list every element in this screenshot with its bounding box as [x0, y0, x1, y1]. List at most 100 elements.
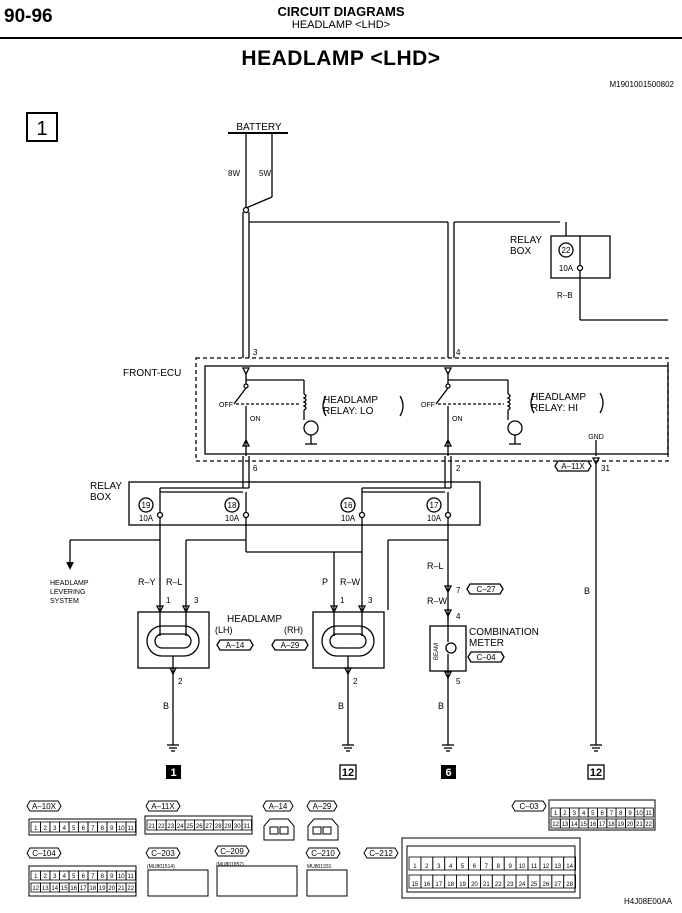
lh-pin-1: 1: [166, 596, 171, 605]
leveling-label3: SYSTEM: [50, 598, 79, 605]
ground-6: 6: [445, 767, 451, 779]
meter-label2: METER: [469, 638, 504, 649]
conn-c210: C–210: [311, 849, 335, 858]
c03-pin-number: 13: [562, 822, 569, 828]
c104-pin-number: 12: [32, 886, 39, 892]
a11x-pin-number: 26: [196, 824, 203, 830]
combination-meter: [429, 585, 467, 745]
gnd-arrow: [591, 457, 601, 466]
a10x-pin-number: 3: [53, 826, 57, 832]
c104-pin-cell: [125, 870, 136, 881]
battery-terminal: [228, 132, 288, 358]
meter-wire-b: B: [438, 701, 444, 711]
c212-pin-number: 5: [461, 864, 465, 870]
conn-c209-part: (MU801857): [216, 862, 244, 868]
c212-pin-number: 15: [412, 882, 419, 888]
c03-pin-number: 17: [599, 822, 606, 828]
c212-pin-number: 3: [437, 864, 441, 870]
meter-pin-5: 5: [456, 677, 461, 686]
ecu-pin-6: 6: [253, 464, 258, 473]
c03-pin-number: 8: [619, 811, 623, 817]
c104-pin-number: 8: [101, 874, 105, 880]
c104-pin-cell: [125, 882, 136, 893]
power-bus: [249, 221, 560, 358]
c03-pin-number: 9: [628, 811, 632, 817]
a10x-pin-number: 5: [72, 826, 76, 832]
headlamp-lh: [137, 605, 210, 745]
conn-a14-tag: [216, 639, 254, 651]
c212-pin-number: 23: [507, 882, 514, 888]
ecu-pin-3: 3: [253, 348, 258, 357]
c104-pin-number: 19: [99, 886, 106, 892]
c104-pin-number: 1: [34, 874, 38, 880]
meter-pin-7: 7: [456, 586, 461, 595]
leveling-label1: HEADLAMP: [50, 580, 89, 587]
c03-pin-number: 7: [610, 811, 614, 817]
rh-pin-3: 3: [368, 596, 373, 605]
a11x-pin-number: 27: [205, 824, 212, 830]
fuse-19-number: 19: [142, 501, 151, 510]
c212-pin-number: 19: [459, 882, 466, 888]
c03-pin-number: 18: [608, 822, 615, 828]
hi-off-label: OFF: [421, 402, 435, 409]
gnd-wire-b: B: [584, 586, 590, 596]
rh-pin-2: 2: [353, 677, 358, 686]
sheet-number: 1: [36, 118, 47, 140]
c212-pin-number: 17: [435, 882, 442, 888]
c212-pin-number: 16: [424, 882, 431, 888]
a10x-pin-number: 4: [63, 826, 67, 832]
rh-wire-a: P: [322, 577, 328, 587]
a10x-pin-number: 1: [34, 826, 38, 832]
c03-pin-number: 22: [645, 822, 652, 828]
c03-pin-number: 6: [600, 811, 604, 817]
c212-pin-cell: [563, 874, 577, 889]
c104-pin-number: 10: [118, 874, 125, 880]
conn-a29: A–29: [313, 802, 332, 811]
relay-box: [128, 481, 481, 526]
a10x-pin-cell: [125, 821, 136, 833]
ground-box-12a: [339, 764, 357, 780]
conn-a10x: A–10X: [32, 802, 57, 811]
c104-pin-number: 18: [89, 886, 96, 892]
c212-pin-number: 21: [483, 882, 490, 888]
a11x-pin-number: 29: [224, 824, 231, 830]
conn-a14-label: A–14: [226, 641, 245, 650]
c03-pin-number: 21: [636, 822, 643, 828]
a11x-pin-number: 22: [158, 824, 165, 830]
a11x-pin-number: 24: [177, 824, 184, 830]
c03-pin-number: 16: [590, 822, 597, 828]
ecu-pin-4: 4: [456, 348, 461, 357]
a11x-pin-number: 31: [243, 824, 250, 830]
conn-c210-part: MU801331: [307, 864, 332, 870]
a11x-pin-number: 25: [186, 824, 193, 830]
lh-wire-b: R–L: [166, 577, 183, 587]
lh-side: (LH): [215, 625, 233, 635]
lo-off-label: OFF: [219, 402, 233, 409]
ground-box-12b: [587, 764, 605, 780]
front-ecu: [195, 357, 669, 462]
fuse-22-number: 22: [562, 246, 571, 255]
relay-lo-label2: RELAY: LO: [323, 406, 374, 417]
c212-pin-number: 14: [566, 864, 573, 870]
a10x-pin-number: 9: [110, 826, 114, 832]
gnd-pin-31: 31: [601, 464, 610, 473]
subsection-title: HEADLAMP <LHD>: [291, 19, 391, 31]
fuse-18-amp: 10A: [225, 514, 240, 523]
c104-pin-number: 7: [91, 874, 95, 880]
c212-pin-number: 18: [447, 882, 454, 888]
lh-pin-3: 3: [194, 596, 199, 605]
connector-bodies: [28, 799, 656, 899]
conn-c04-label: C–04: [476, 653, 496, 662]
battery-label: BATTERY: [236, 122, 282, 133]
footer-code: H4J08E00AA: [623, 897, 672, 906]
a11x-pin-cell: [241, 819, 252, 831]
meter-beam-label: BEAM: [434, 643, 440, 660]
c03-pin-number: 19: [617, 822, 624, 828]
relay-box-top-label2: BOX: [510, 246, 531, 257]
c104-pin-number: 14: [51, 886, 58, 892]
diagram-code: M1901001500802: [609, 80, 674, 89]
conn-c203: C–203: [151, 849, 175, 858]
c212-pin-number: 25: [531, 882, 538, 888]
c104-pin-number: 22: [127, 886, 134, 892]
